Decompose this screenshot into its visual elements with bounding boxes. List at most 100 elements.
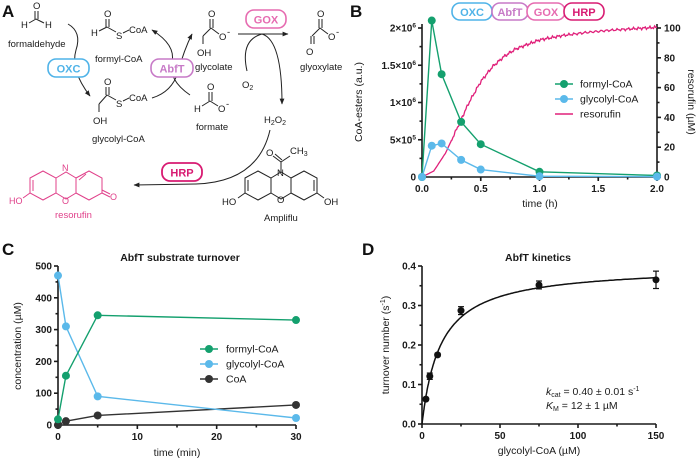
data-point <box>61 371 70 380</box>
c-title: AbfT substrate turnover <box>120 252 240 264</box>
data-point <box>652 276 660 284</box>
svg-text:O: O <box>218 104 225 115</box>
panel-label-c: C <box>2 240 14 259</box>
svg-text:OXC: OXC <box>57 64 81 76</box>
data-point <box>427 141 436 150</box>
glycolate-structure: O O - OH glycolate <box>195 9 233 73</box>
data-point <box>61 322 70 331</box>
svg-text:O: O <box>208 9 215 20</box>
svg-text:H: H <box>91 28 98 39</box>
formaldehyde-label: formaldehyde <box>8 39 66 50</box>
data-point <box>476 165 485 174</box>
svg-text:1.0: 1.0 <box>533 184 547 195</box>
svg-text:300: 300 <box>35 325 52 336</box>
glycolyl-coa-label: glycolyl-CoA <box>92 134 145 145</box>
svg-text:60: 60 <box>664 83 676 94</box>
data-point <box>426 372 434 380</box>
series-glycolyl-CoA <box>57 275 297 419</box>
series-CoA <box>57 404 297 426</box>
panel-label-a: A <box>2 2 14 21</box>
svg-text:0: 0 <box>55 432 61 443</box>
b-ylabel: CoA-esters (a.u.) <box>353 62 365 142</box>
svg-text:CoA: CoA <box>129 93 148 104</box>
svg-text:O: O <box>104 9 111 20</box>
data-point <box>93 411 102 420</box>
data-point <box>434 351 442 359</box>
formyl-coa-label: formyl-CoA <box>95 54 143 65</box>
svg-text:HRP: HRP <box>572 7 595 19</box>
oxc-arrow <box>67 23 91 97</box>
data-point <box>535 172 544 181</box>
svg-text:OH: OH <box>324 197 338 208</box>
svg-text:O: O <box>266 148 273 159</box>
data-point <box>292 316 300 325</box>
enzyme-oxc: OXC <box>47 58 90 78</box>
svg-text:0.3: 0.3 <box>402 301 416 312</box>
b-xlabel: time (h) <box>522 198 558 210</box>
panel-a: A O H H formaldehyde O H S CoA formyl-Co… <box>2 1 342 224</box>
svg-text:S: S <box>116 31 122 42</box>
svg-text:N: N <box>62 163 69 173</box>
glyoxylate-label: glyoxylate <box>300 62 342 73</box>
svg-text:0: 0 <box>664 173 670 184</box>
svg-text:glycolyl-CoA: glycolyl-CoA <box>226 359 284 371</box>
data-point <box>476 140 485 149</box>
formate-label: formate <box>196 122 228 133</box>
svg-text:0: 0 <box>46 421 52 432</box>
svg-text:-: - <box>227 27 230 38</box>
svg-text:0.0: 0.0 <box>415 184 429 195</box>
km-annotation: KM = 12 ± 1 µM <box>546 400 618 413</box>
svg-text:OH: OH <box>93 116 107 127</box>
svg-text:AbfT: AbfT <box>159 64 184 76</box>
formyl-coa-structure: O H S CoA formyl-CoA <box>91 9 148 65</box>
panel-label-d: D <box>362 240 374 259</box>
data-point <box>457 155 466 164</box>
svg-text:1×106: 1×106 <box>390 97 417 109</box>
b-y2label: resorufin (µM) <box>685 69 697 135</box>
svg-text:O: O <box>104 77 111 88</box>
data-point <box>457 307 465 315</box>
svg-text:HO: HO <box>222 197 236 208</box>
hrp-arrow <box>133 129 271 188</box>
svg-text:formyl-CoA: formyl-CoA <box>226 344 279 356</box>
data-point <box>422 395 430 403</box>
svg-text:80: 80 <box>664 53 676 64</box>
data-point <box>93 392 102 401</box>
formaldehyde-structure: O H H formaldehyde <box>8 1 66 50</box>
data-point <box>535 281 543 289</box>
svg-text:150: 150 <box>648 431 665 442</box>
svg-text:HO: HO <box>9 196 23 206</box>
data-point <box>457 117 466 126</box>
data-point <box>54 271 62 280</box>
svg-text:OXC: OXC <box>460 7 484 19</box>
svg-text:40: 40 <box>664 113 676 124</box>
ampliflu-label: Ampliflu <box>264 213 298 224</box>
svg-text:30: 30 <box>290 432 302 443</box>
data-point <box>653 172 661 181</box>
data-point <box>437 70 446 79</box>
svg-text:500: 500 <box>35 262 52 273</box>
enzyme-hrp: HRP <box>161 162 203 182</box>
svg-text:CH3: CH3 <box>290 146 308 158</box>
c-ylabel: concentration (µM) <box>12 302 24 390</box>
svg-text:AbfT: AbfT <box>497 7 522 19</box>
svg-text:S: S <box>116 99 122 110</box>
data-point <box>93 311 102 320</box>
svg-text:O: O <box>110 192 117 202</box>
svg-text:2×106: 2×106 <box>390 23 417 35</box>
enzyme-abft: AbfT <box>150 58 194 78</box>
svg-text:O: O <box>33 1 40 12</box>
michaelis-menten-fit <box>421 276 657 425</box>
glycolyl-coa-structure: O OH S CoA glycolyl-CoA <box>92 77 148 145</box>
d-xlabel: glycolyl-CoA (µM) <box>498 445 580 457</box>
svg-text:100: 100 <box>664 24 681 35</box>
formate-structure: O H O - formate <box>194 82 229 133</box>
